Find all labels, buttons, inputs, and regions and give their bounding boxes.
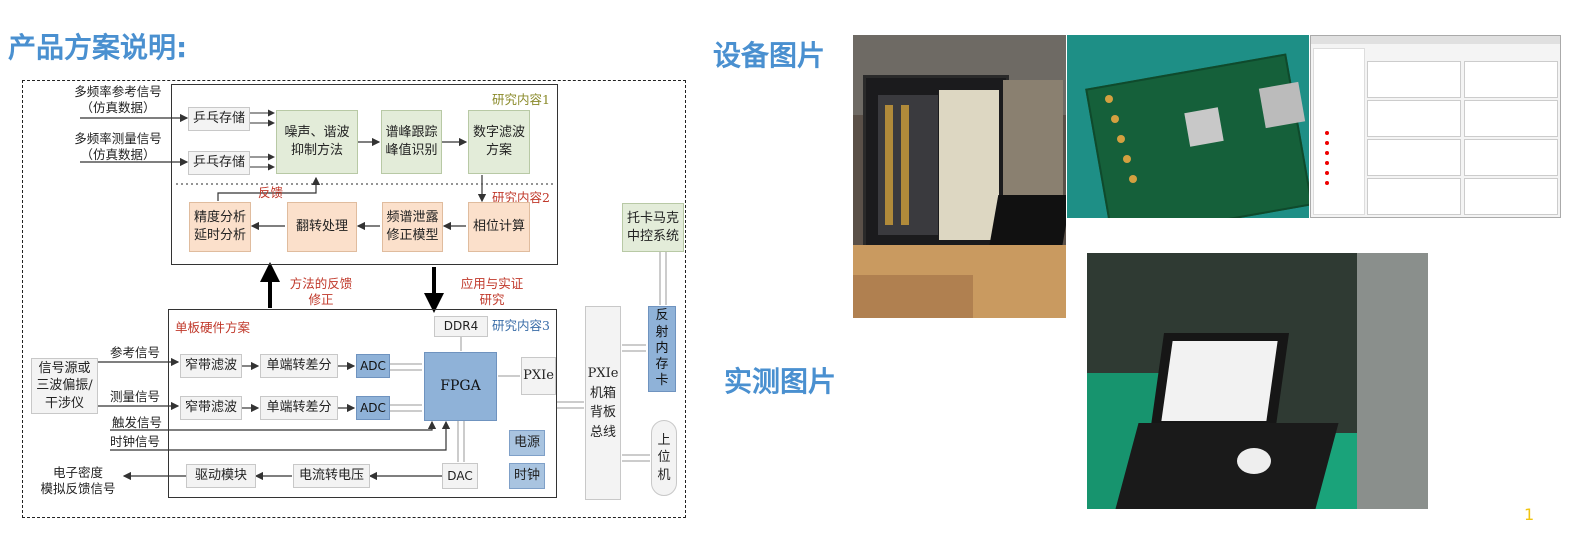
diagram-connectors bbox=[80, 109, 667, 481]
fpga-box: FPGA bbox=[424, 352, 497, 421]
ddr4-box: DDR4 bbox=[434, 316, 488, 337]
current-to-voltage-box: 电流转电压 bbox=[293, 464, 370, 488]
ref-sim-label: 多频率参考信号（仿真数据） bbox=[74, 84, 162, 116]
research-tag-3: 研究内容3 bbox=[492, 318, 550, 333]
se-to-diff-2: 单端转差分 bbox=[260, 396, 338, 420]
host-computer-box: 上位机 bbox=[651, 420, 677, 496]
power-box: 电源 bbox=[509, 430, 545, 456]
device-photo-chassis bbox=[853, 35, 1066, 318]
bandpass-filter-1: 窄带滤波 bbox=[180, 354, 242, 378]
flip-processing-box: 翻转处理 bbox=[287, 202, 357, 252]
peak-tracking-box: 谱峰跟踪峰值识别 bbox=[381, 110, 442, 174]
page-number: 1 bbox=[1524, 505, 1535, 524]
pingpong-storage-1: 乒乓存储 bbox=[188, 107, 250, 131]
output-signal-label: 电子密度模拟反馈信号 bbox=[40, 465, 116, 497]
noise-suppression-box: 噪声、谐波抑制方法 bbox=[276, 110, 358, 174]
se-to-diff-1: 单端转差分 bbox=[260, 354, 338, 378]
diagram-frame bbox=[22, 80, 686, 518]
research-tag-2: 研究内容2 bbox=[492, 190, 550, 205]
pxie-box: PXIe bbox=[521, 357, 556, 395]
adc-2: ADC bbox=[356, 396, 390, 420]
driver-module-box: 驱动模块 bbox=[186, 464, 256, 488]
meas-sim-label: 多频率测量信号（仿真数据） bbox=[74, 131, 162, 163]
board-hardware-title: 单板硬件方案 bbox=[175, 320, 251, 335]
device-photo-software-ui bbox=[1310, 35, 1561, 218]
clock-signal-label: 时钟信号 bbox=[110, 434, 161, 449]
trigger-signal-label: 触发信号 bbox=[112, 415, 163, 430]
feedback-label: 反馈 bbox=[258, 185, 284, 200]
clock-box: 时钟 bbox=[509, 463, 545, 489]
method-feedback-label: 方法的反馈修正 bbox=[289, 276, 353, 308]
phase-calc-box: 相位计算 bbox=[468, 202, 530, 252]
device-photo-pcb bbox=[1067, 35, 1309, 218]
research-frame-3 bbox=[168, 309, 557, 498]
reflective-memory-card: 反射内存卡 bbox=[648, 306, 676, 392]
tokamak-control-box: 托卡马克中控系统 bbox=[622, 203, 684, 252]
bandpass-filter-2: 窄带滤波 bbox=[180, 396, 242, 420]
digital-filter-box: 数字滤波方案 bbox=[468, 110, 530, 174]
field-photos-title: 实测图片 bbox=[724, 365, 837, 398]
signal-source-box: 信号源或三波偏振/干涉仪 bbox=[31, 358, 98, 414]
precision-analysis-box: 精度分析延时分析 bbox=[189, 202, 251, 252]
spectral-leak-box: 频谱泄露修正模型 bbox=[382, 202, 443, 252]
research-frame-1-2 bbox=[171, 84, 558, 265]
dac-box: DAC bbox=[442, 463, 478, 489]
pingpong-storage-2: 乒乓存储 bbox=[188, 151, 250, 175]
application-label: 应用与实证研究 bbox=[460, 276, 524, 308]
meas-signal-label: 测量信号 bbox=[110, 389, 161, 404]
research-tag-1: 研究内容1 bbox=[492, 92, 550, 107]
field-photo-laptop bbox=[1087, 253, 1428, 509]
adc-1: ADC bbox=[356, 354, 390, 378]
device-photos-title: 设备图片 bbox=[713, 39, 826, 72]
page-title: 产品方案说明: bbox=[8, 31, 188, 64]
ref-signal-label: 参考信号 bbox=[110, 345, 161, 360]
